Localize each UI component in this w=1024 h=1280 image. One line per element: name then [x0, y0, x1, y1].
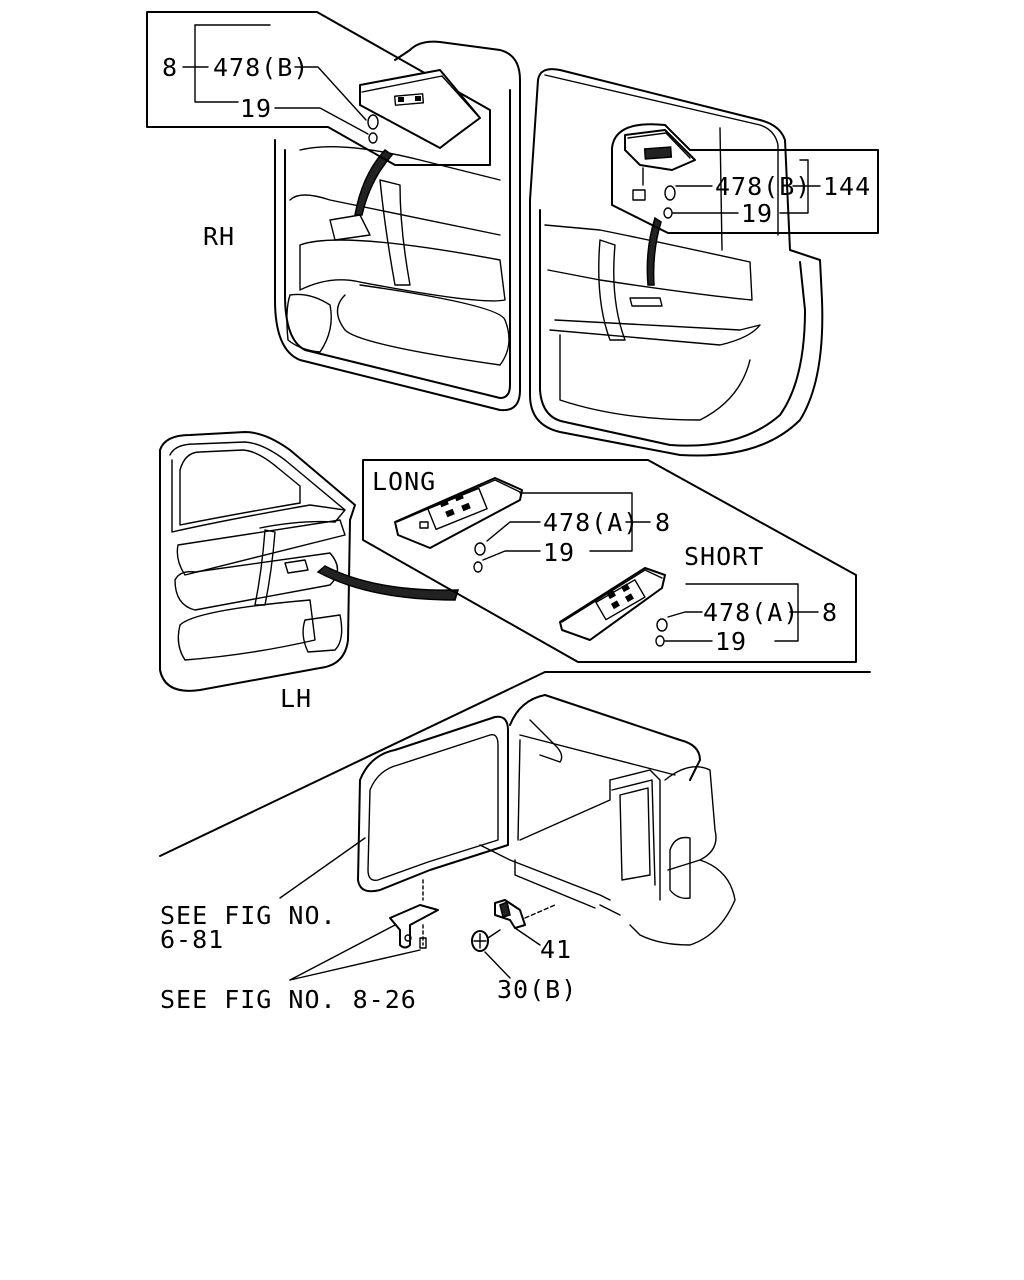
lh-long-label-8: 8: [655, 508, 671, 537]
rh-front-label-19: 19: [741, 199, 773, 228]
lh-long-screw: [473, 561, 483, 573]
bracket-part: [389, 879, 439, 949]
rh-front-arrow: [646, 216, 662, 286]
see-fig-6-81-line1: SEE FIG NO.: [160, 901, 337, 930]
rh-front-callout-frame: [611, 123, 879, 234]
lh-long-switch: [394, 477, 523, 549]
lh-callout-frame: [362, 459, 857, 663]
rh-front-label-144: 144: [823, 172, 871, 201]
cargo-label-41: 41: [540, 935, 572, 964]
rh-front-switch: [624, 129, 696, 201]
rh-rear-label-478b: 478(B): [213, 53, 309, 82]
lh-label: LH: [280, 684, 312, 713]
rh-rear-clip: [367, 114, 379, 130]
lh-short-clip: [656, 618, 668, 632]
lh-long-label-19: 19: [543, 538, 575, 567]
lh-short-switch: [559, 567, 666, 641]
lh-arrow: [316, 565, 460, 601]
section-divider: [159, 671, 871, 857]
rh-front-clip: [664, 185, 676, 201]
lh-short-label-478a: 478(A): [703, 598, 799, 627]
lh-door-assembly: [159, 431, 356, 692]
rh-front-screw: [663, 207, 673, 219]
rh-rear-callout-frame: [146, 11, 491, 166]
rh-rear-arrow: [354, 149, 394, 216]
lh-long-clip: [474, 542, 486, 556]
see-fig-8-26: SEE FIG NO. 8-26: [160, 985, 417, 1014]
rh-front-label-478b: 478(B): [715, 172, 811, 201]
cargo-area-assembly: [357, 694, 736, 946]
rh-rear-screw: [368, 132, 378, 144]
see-fig-6-81-line2: 6-81: [160, 925, 224, 954]
lh-short-label: SHORT: [684, 542, 764, 571]
rh-label: RH: [203, 222, 235, 251]
hook-part-41: [494, 899, 556, 929]
lh-short-screw: [655, 635, 665, 647]
lh-long-label-478a: 478(A): [543, 508, 639, 537]
lh-short-label-19: 19: [715, 627, 747, 656]
cargo-label-30b: 30(B): [497, 975, 577, 1004]
rh-rear-label-8: 8: [162, 53, 178, 82]
rh-rear-switch: [359, 69, 481, 149]
lh-short-label-8: 8: [822, 598, 838, 627]
lh-long-label: LONG: [372, 467, 436, 496]
screw-part-30b: [471, 929, 501, 952]
rh-door-assembly: [274, 40, 824, 457]
rh-rear-label-19: 19: [240, 94, 272, 123]
